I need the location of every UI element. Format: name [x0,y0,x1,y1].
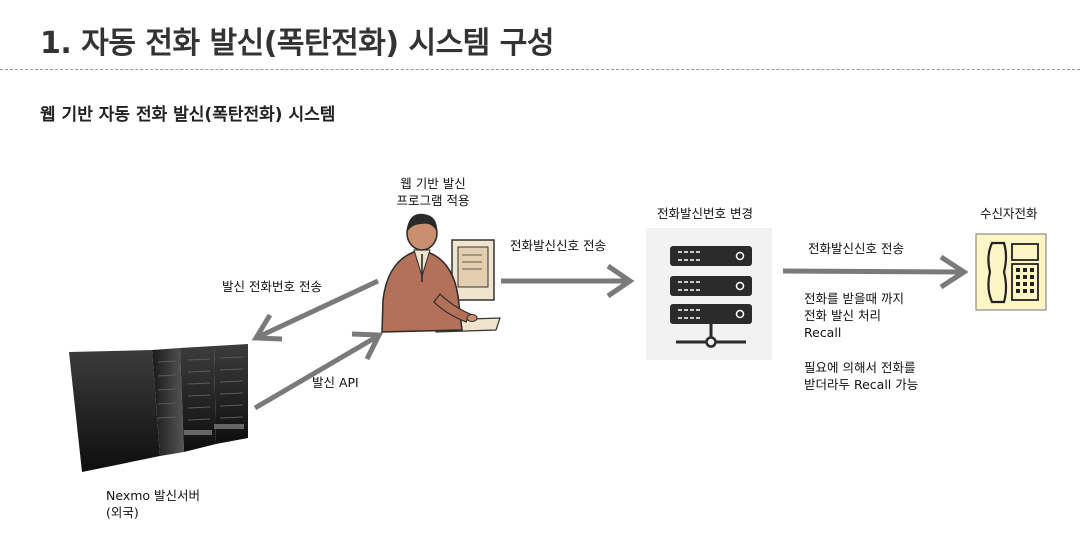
recall-note: 전화를 받을때 까지 전화 발신 처리 Recall [804,290,904,341]
web-program-label: 웹 기반 발신 프로그램 적용 [378,175,488,209]
desk-phone-icon [975,233,1047,311]
edge-label-call-api: 발신 API [312,375,359,390]
rack-unit [670,276,752,296]
nexmo-label-line1: Nexmo 발신서버 [106,488,201,503]
rack-unit [670,304,752,324]
arrow-signal-to-changer [501,263,635,299]
option-note-line1: 필요에 의해서 전화를 [804,360,916,375]
arrow-call-api [253,331,383,411]
server-rack-icon [646,228,772,360]
web-program-label-line1: 웹 기반 발신 [400,176,466,191]
web-program-label-line2: 프로그램 적용 [396,193,470,208]
recall-note-line1: 전화를 받을때 까지 [804,291,904,306]
diagram-subtitle: 웹 기반 자동 전화 발신(폭탄전화) 시스템 [40,105,336,125]
nexmo-label-line2: (외국) [106,505,139,520]
edge-label-signal-to-changer: 전화발신신호 전송 [510,238,606,253]
rack-unit [670,246,752,266]
arrow-caller-number-send [251,278,380,342]
page-title: 1. 자동 전화 발신(폭탄전화) 시스템 구성 [40,26,554,61]
title-divider [0,69,1080,70]
operator-at-computer-icon [381,213,501,333]
number-changer-label: 전화발신번호 변경 [657,206,753,221]
arrow-signal-to-receiver [782,254,969,290]
receiver-label: 수신자전화 [980,206,1038,221]
option-note-line2: 받더라두 Recall 가능 [804,377,919,392]
option-note: 필요에 의해서 전화를 받더라두 Recall 가능 [804,359,918,393]
recall-note-line2: 전화 발신 처리 [804,308,881,323]
recall-note-line3: Recall [804,325,842,340]
edge-label-caller-number-send: 발신 전화번호 전송 [222,279,322,294]
server-tower-icon [69,344,248,472]
nexmo-label: Nexmo 발신서버 (외국) [106,487,200,521]
edge-label-signal-to-receiver: 전화발신신호 전송 [808,241,904,256]
